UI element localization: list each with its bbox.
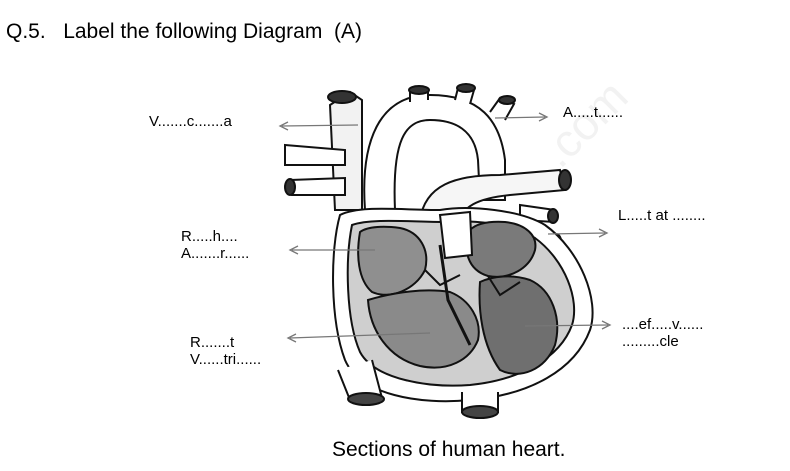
label-right-atrium-line1: R.....h.... xyxy=(181,228,238,245)
label-left-ventricle-line1: ....ef.....v...... xyxy=(622,316,704,333)
heart-body xyxy=(332,207,594,419)
arrow-left-atrium xyxy=(547,232,606,235)
arrow-left-ventricle xyxy=(524,324,609,327)
question-text: Label the following Diagram (A) xyxy=(63,20,363,43)
question-heading: Q.5. Label the following Diagram (A) xyxy=(6,20,362,44)
label-right-atrium: R.....h.... A.......r...... xyxy=(181,228,249,262)
diagram-caption: Sections of human heart. xyxy=(332,438,566,461)
svg-text:.com: .com xyxy=(530,70,637,177)
label-right-atrium-line2: A.......r...... xyxy=(181,245,250,262)
question-number: Q.5. xyxy=(6,20,46,43)
arrow-vena-cava xyxy=(281,124,359,127)
label-aorta: A.....t...... xyxy=(563,104,624,121)
label-left-atrium: L.....t at ........ xyxy=(618,207,706,224)
label-right-ventricle-line2: V......tri...... xyxy=(190,351,262,368)
label-right-ventricle-line1: R.......t xyxy=(190,334,235,351)
label-right-ventricle: R.......t V......tri...... xyxy=(190,334,261,368)
watermark: .com xyxy=(530,70,637,177)
label-vena-cava: V.......c.......a xyxy=(149,113,232,130)
label-left-ventricle: ....ef.....v...... .........cle xyxy=(622,316,703,350)
label-left-ventricle-line2: .........cle xyxy=(622,333,679,350)
arrow-right-ventricle xyxy=(289,332,431,339)
pointer-arrows xyxy=(278,112,612,343)
arrow-aorta xyxy=(494,116,546,119)
